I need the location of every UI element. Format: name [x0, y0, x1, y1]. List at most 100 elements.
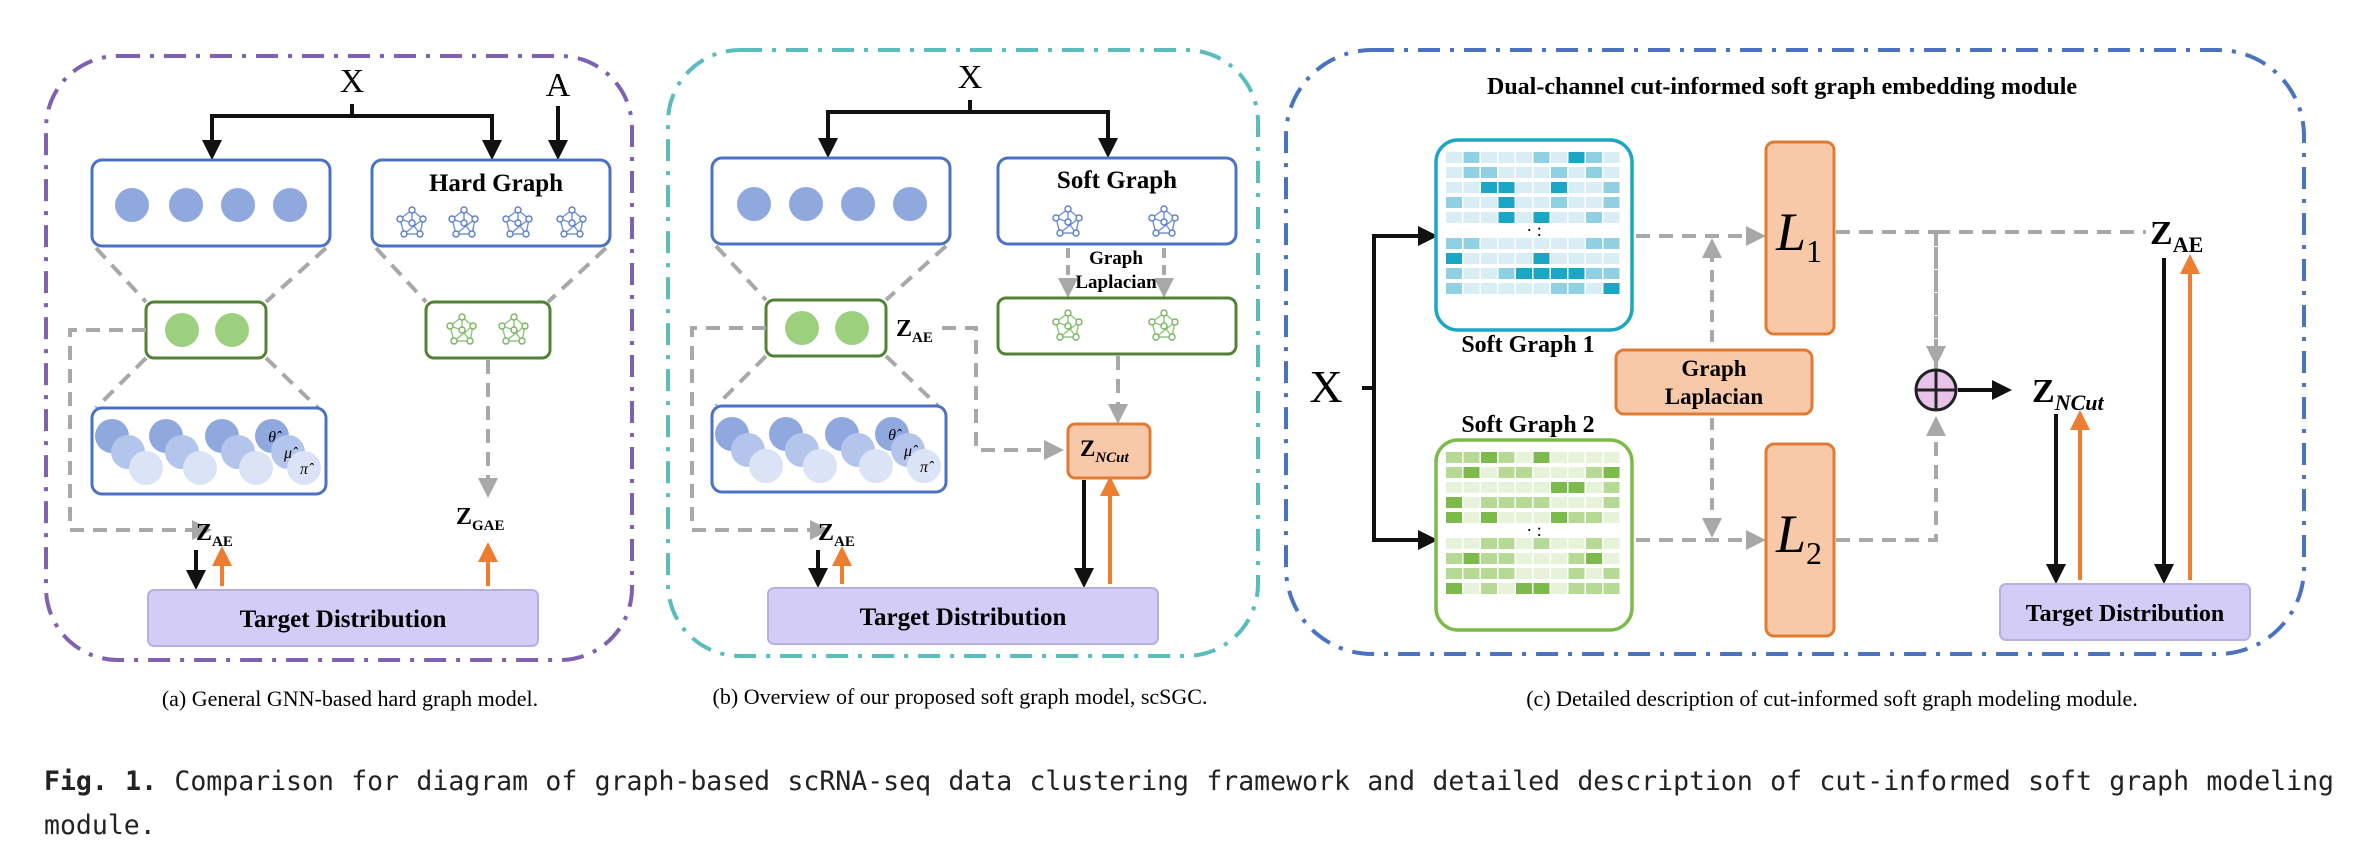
heatmap-cell	[1498, 512, 1515, 523]
heatmap-cell	[1603, 283, 1620, 294]
heatmap-cell	[1498, 568, 1515, 579]
heatmap-cell	[1533, 152, 1550, 163]
panel-c-l1-label: L1	[1775, 202, 1822, 269]
heatmap-cell	[1586, 452, 1602, 463]
heatmap-cell	[1551, 568, 1567, 579]
heatmap-cell	[1463, 167, 1480, 178]
heatmap-cell	[1551, 467, 1567, 478]
panel-c-title: Dual-channel cut-informed soft graph emb…	[1487, 74, 2077, 100]
heatmap-cell	[1551, 167, 1567, 178]
panel-c-l1-box	[1764, 140, 1836, 336]
heatmap-cell	[1446, 152, 1462, 163]
heatmap-cell	[1533, 583, 1550, 594]
heatmap-cell	[1551, 553, 1567, 564]
panel-a-target-box	[147, 589, 539, 647]
heatmap-cell	[1481, 512, 1497, 523]
figure-caption-text: Comparison for diagram of graph-based sc…	[44, 766, 2334, 841]
heatmap-cell	[1586, 253, 1602, 264]
panel-a-x-split-arrow	[210, 104, 492, 156]
panel-a-hard-graph-label: Hard Graph	[429, 170, 563, 197]
heatmap-cell	[1516, 212, 1532, 223]
heatmap-cell	[1446, 467, 1462, 478]
heatmap-cell	[1568, 152, 1585, 163]
heatmap-cell	[1516, 467, 1532, 478]
panel-b-latent-nodes	[785, 311, 869, 345]
heatmap-cell	[1481, 538, 1497, 549]
heatmap-cell	[1551, 283, 1567, 294]
heatmap-cell	[1446, 512, 1462, 523]
heatmap-cell	[1498, 182, 1515, 193]
heatmap-cell	[1481, 253, 1497, 264]
heatmap-cell	[1481, 452, 1497, 463]
panel-c: Dual-channel cut-informed soft graph emb…	[1284, 48, 2306, 711]
panel-c-soft-graph-2-label: Soft Graph 2	[1461, 412, 1594, 438]
heatmap-cell	[1463, 212, 1480, 223]
heatmap-cell	[1603, 553, 1620, 564]
heatmap-cell	[1498, 238, 1515, 249]
heatmap-cell	[1498, 283, 1515, 294]
panel-c-soft-graph-1-heatmap	[1446, 152, 1620, 294]
panel-a-encoder-funnel	[94, 246, 608, 410]
panel-b-encoder-funnel	[714, 244, 948, 408]
panel-b-soft-latent-box	[996, 296, 1238, 356]
heatmap-cell	[1568, 512, 1585, 523]
panel-a-gnn-latent-box	[424, 300, 552, 360]
heatmap-cell	[1463, 583, 1480, 594]
heatmap-cell	[1568, 538, 1585, 549]
heatmap-cell	[1533, 253, 1550, 264]
heatmap-cell	[1533, 268, 1550, 279]
panel-b-z-ae: ZAE	[818, 520, 855, 550]
panel-c-caption: (c) Detailed description of cut-informed…	[1526, 686, 2138, 711]
heatmap-cell	[1568, 197, 1585, 208]
heatmap-cell	[1586, 497, 1602, 508]
heatmap-cell	[1568, 283, 1585, 294]
heatmap-cell	[1516, 253, 1532, 264]
panel-a-output-nodes	[95, 419, 321, 485]
heatmap-cell	[1603, 197, 1620, 208]
panel-c-l2-box	[1764, 442, 1836, 638]
heatmap-cell	[1498, 197, 1515, 208]
panel-a-caption: (a) General GNN-based hard graph model.	[162, 686, 538, 711]
heatmap-cell	[1481, 568, 1497, 579]
heatmap-cell	[1498, 467, 1515, 478]
heatmap-cell	[1446, 167, 1462, 178]
heatmap-cell	[1586, 212, 1602, 223]
heatmap-cell	[1481, 268, 1497, 279]
heatmap-cell	[1603, 212, 1620, 223]
heatmap-cell	[1586, 238, 1602, 249]
panel-c-z-ae: ZAE	[2150, 215, 2203, 257]
heatmap-cell	[1498, 497, 1515, 508]
heatmap-cell	[1481, 212, 1497, 223]
figure-caption-label: Fig. 1.	[44, 766, 158, 797]
heatmap-cell	[1551, 152, 1567, 163]
panel-a-input-a: A	[546, 67, 571, 104]
heatmap-cell	[1481, 482, 1497, 493]
panel-b-zae-to-zncut	[942, 326, 1064, 460]
panel-b-output-nodes	[715, 417, 941, 483]
heatmap-cell	[1603, 167, 1620, 178]
heatmap-cell	[1551, 197, 1567, 208]
heatmap-cell	[1533, 283, 1550, 294]
heatmap-cell	[1603, 467, 1620, 478]
heatmap-cell	[1551, 268, 1567, 279]
heatmap-cell	[1533, 568, 1550, 579]
heatmap-cell	[1603, 152, 1620, 163]
heatmap-cell	[1568, 568, 1585, 579]
heatmap-cell	[1463, 182, 1480, 193]
heatmap-cell	[1603, 497, 1620, 508]
panel-a-skip-connection	[68, 328, 212, 540]
heatmap-cell	[1516, 553, 1532, 564]
heatmap-cell	[1533, 482, 1550, 493]
heatmap-cell	[1446, 553, 1462, 564]
panel-c-border	[1284, 48, 2306, 656]
heatmap-cell	[1586, 482, 1602, 493]
heatmap-cell	[1446, 238, 1462, 249]
heatmap-cell	[1463, 197, 1480, 208]
panel-a-z-gae: ZGAE	[456, 504, 505, 534]
heatmap-cell	[1568, 452, 1585, 463]
heatmap-cell	[1516, 268, 1532, 279]
heatmap-cell	[1568, 167, 1585, 178]
heatmap-cell	[1551, 253, 1567, 264]
panel-b-z-ncut: ZNCut	[1080, 436, 1130, 466]
heatmap-cell	[1481, 553, 1497, 564]
